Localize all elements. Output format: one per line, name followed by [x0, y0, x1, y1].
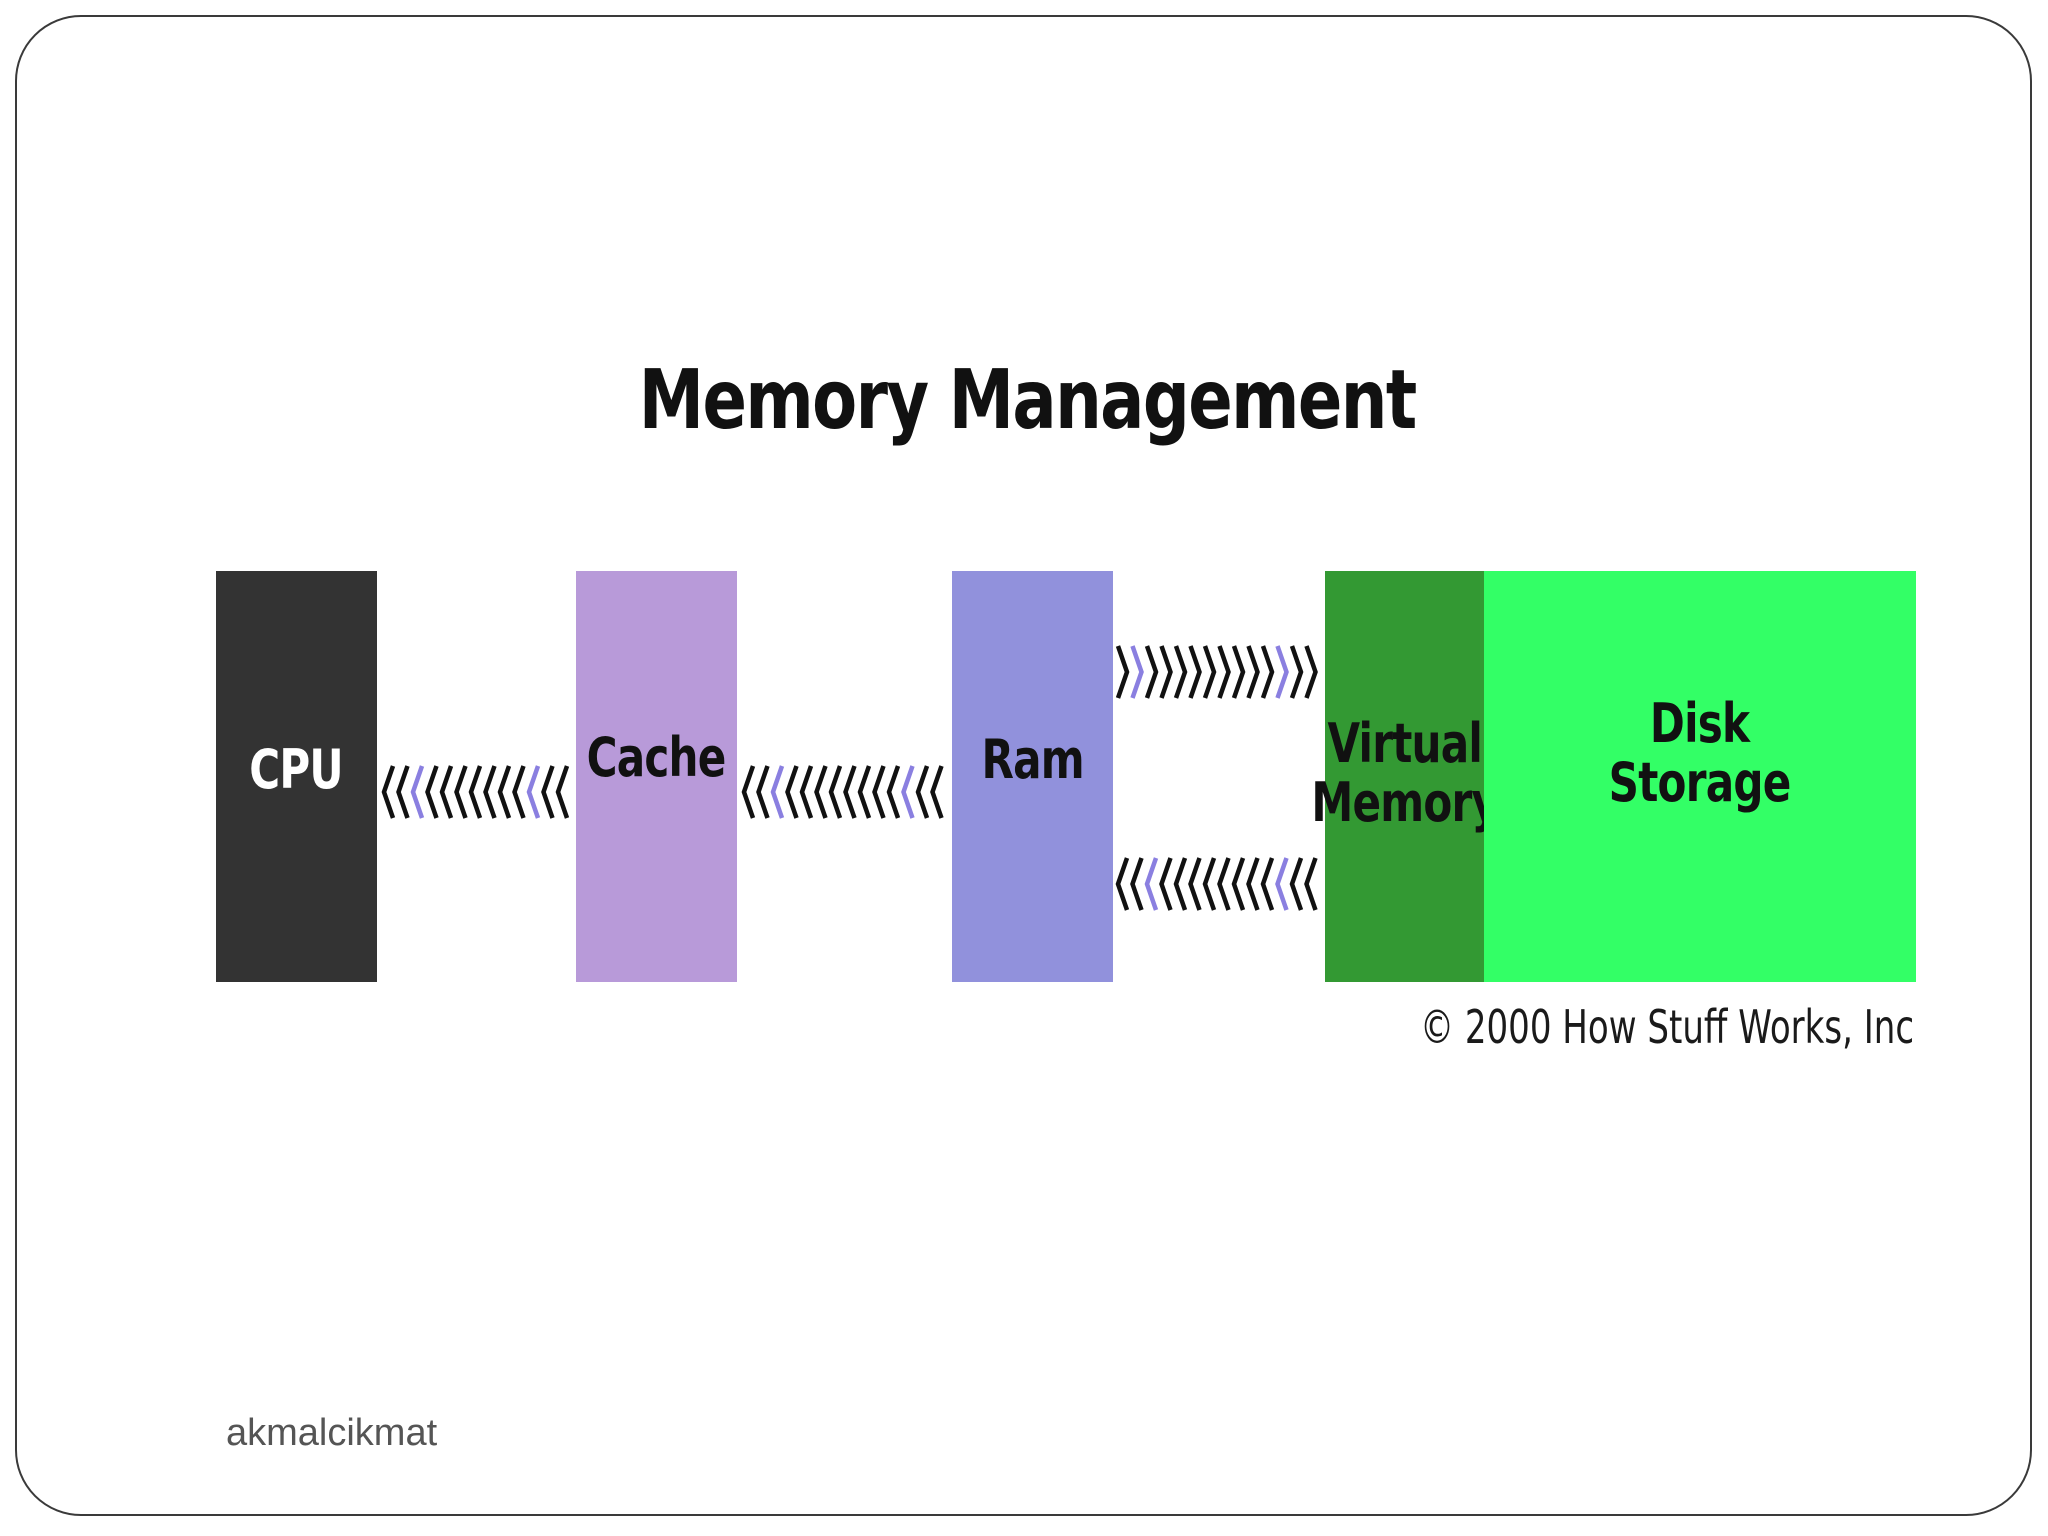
chevron-mark: [483, 765, 497, 819]
cpu-label: CPU: [249, 738, 344, 802]
footer-author: akmalcikmat: [226, 1412, 438, 1454]
chevron-mark: [756, 765, 770, 819]
chevron-mark: [541, 765, 555, 819]
chevron-mark: [915, 765, 930, 819]
connector-ram-to-cache: [741, 765, 944, 819]
chevron-mark: [814, 765, 828, 819]
chevron-mark: [785, 765, 799, 819]
chevron-mark: [1304, 645, 1318, 699]
copyright-text: © 2000 How Stuff Works, Inc: [1420, 1000, 1915, 1054]
chevron-mark: [828, 765, 843, 819]
chevron-mark: [930, 765, 944, 819]
chevron-mark: [1202, 645, 1217, 699]
chevron-mark: [1260, 645, 1275, 699]
chevron-mark: [396, 765, 410, 819]
chevron-mark: [1159, 645, 1173, 699]
chevron-mark: [1173, 645, 1188, 699]
virtual-memory-block: Virtual Memory: [1311, 571, 1499, 982]
chevron-mark: [555, 765, 570, 819]
disk-storage-block: Disk Storage: [1484, 571, 1916, 982]
chevron-mark: [770, 765, 785, 819]
chevron-mark: [381, 765, 396, 819]
chevron-mark: [857, 765, 872, 819]
chevron-mark: [901, 765, 915, 819]
chevron-mark: [454, 765, 468, 819]
chevron-mark: [1130, 857, 1144, 911]
chevron-mark: [1304, 857, 1318, 911]
chevron-mark: [1260, 857, 1275, 911]
diagram-title: Memory Management: [638, 353, 1417, 448]
chevron-mark: [1144, 645, 1159, 699]
chevron-mark: [512, 765, 526, 819]
ram-label: Ram: [981, 728, 1084, 792]
disk-storage-label: Disk Storage: [1609, 692, 1792, 814]
chevron-mark: [1217, 645, 1231, 699]
chevron-mark: [1289, 857, 1304, 911]
cache-block: Cache: [576, 571, 737, 982]
chevron-mark: [886, 765, 901, 819]
chevron-mark: [1289, 645, 1304, 699]
chevron-mark: [1275, 645, 1289, 699]
chevron-mark: [741, 765, 756, 819]
chevron-mark: [410, 765, 425, 819]
chevron-mark: [799, 765, 814, 819]
chevron-mark: [439, 765, 454, 819]
cache-label: Cache: [587, 726, 727, 790]
chevron-mark: [1188, 645, 1202, 699]
chevron-mark: [1217, 857, 1231, 911]
connector-ram-to-virtual_memory: [1115, 645, 1318, 699]
chevron-mark: [1130, 645, 1144, 699]
connector-cache-to-cpu: [381, 765, 570, 819]
chevron-mark: [872, 765, 886, 819]
chevron-mark: [1159, 857, 1173, 911]
chevron-mark: [843, 765, 857, 819]
chevron-mark: [468, 765, 483, 819]
chevron-mark: [425, 765, 439, 819]
chevron-mark: [1173, 857, 1188, 911]
chevron-mark: [1231, 645, 1246, 699]
virtual-memory-label: Virtual Memory: [1311, 712, 1499, 834]
chevron-mark: [1188, 857, 1202, 911]
chevron-mark: [526, 765, 541, 819]
chevron-mark: [1115, 857, 1130, 911]
chevron-mark: [1246, 857, 1260, 911]
chevron-mark: [1202, 857, 1217, 911]
chevron-mark: [497, 765, 512, 819]
chevron-mark: [1231, 857, 1246, 911]
chevron-mark: [1115, 645, 1130, 699]
chevron-mark: [1275, 857, 1289, 911]
connector-virtual_memory-to-ram: [1115, 857, 1318, 911]
chevron-mark: [1246, 645, 1260, 699]
chevron-mark: [1144, 857, 1159, 911]
ram-block: Ram: [952, 571, 1113, 982]
cpu-block: CPU: [216, 571, 377, 982]
